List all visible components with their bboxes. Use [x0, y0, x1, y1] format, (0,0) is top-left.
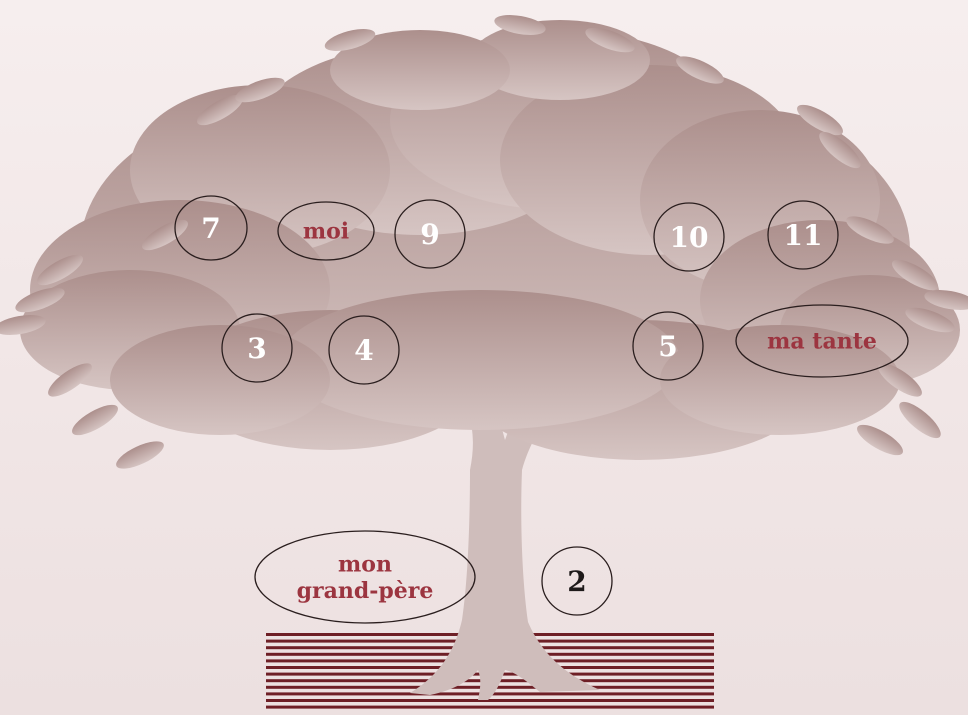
- canopy-leaf: [905, 307, 955, 333]
- node-number: 10: [670, 221, 709, 254]
- node-circle: [221, 313, 293, 383]
- node-circle: [541, 546, 613, 616]
- node-word: grand-père: [297, 578, 434, 604]
- node-n7: 7: [174, 195, 248, 261]
- canopy-leaf: [857, 424, 903, 456]
- canopy-foliage: [280, 290, 680, 430]
- canopy-leaf: [116, 441, 164, 469]
- node-ellipse: [277, 201, 375, 261]
- canopy-leaf: [676, 56, 724, 84]
- canopy-leaf: [48, 363, 92, 397]
- canopy-leaf: [72, 404, 118, 436]
- node-n10: 10: [653, 202, 725, 272]
- ground-line: [266, 699, 714, 702]
- node-n11: 11: [767, 200, 839, 270]
- node-number: 5: [658, 330, 677, 363]
- canopy-leaf: [899, 401, 941, 439]
- node-word: ma tante: [767, 329, 877, 355]
- node-ellipse: [254, 530, 476, 624]
- node-moi: moi: [277, 201, 375, 261]
- canopy-leaf: [924, 290, 968, 310]
- canopy-foliage: [330, 30, 510, 110]
- node-word: moi: [303, 219, 349, 245]
- tree-canopy: [0, 15, 968, 469]
- canopy-leaf: [878, 363, 922, 397]
- node-word: mon: [338, 552, 392, 578]
- canopy-foliage: [110, 325, 330, 435]
- node-circle: [632, 311, 704, 381]
- canopy-leaf: [819, 131, 861, 169]
- node-number: 11: [784, 219, 823, 252]
- ground-line: [266, 705, 714, 709]
- canopy-leaf: [0, 315, 46, 335]
- node-number: 3: [247, 332, 266, 365]
- canopy-leaf: [15, 287, 65, 313]
- node-n3: 3: [221, 313, 293, 383]
- node-n9: 9: [394, 199, 466, 269]
- canopy-foliage: [660, 325, 900, 435]
- canopy-leaf: [892, 259, 938, 291]
- tree-trunk: [410, 370, 600, 700]
- canopy-leaf: [846, 216, 894, 244]
- node-circle: [328, 315, 400, 385]
- canopy-leaf: [585, 27, 635, 53]
- node-n2: 2: [541, 546, 613, 616]
- canopy-leaf: [324, 29, 376, 51]
- node-n5: 5: [632, 311, 704, 381]
- canopy-leaf: [197, 94, 243, 126]
- canopy-leaf: [494, 15, 546, 35]
- node-tante: ma tante: [735, 304, 909, 378]
- node-number: 2: [567, 565, 586, 598]
- canopy-leaf: [142, 219, 188, 251]
- node-circle: [653, 202, 725, 272]
- node-n4: 4: [328, 315, 400, 385]
- node-number: 9: [420, 218, 439, 251]
- canopy-leaf: [37, 254, 83, 286]
- node-number: 4: [354, 334, 373, 367]
- node-number: 7: [201, 212, 220, 245]
- canopy-leaf: [235, 77, 285, 103]
- node-circle: [394, 199, 466, 269]
- canopy-leaf: [797, 104, 843, 136]
- node-circle: [174, 195, 248, 261]
- node-ellipse: [735, 304, 909, 378]
- node-circle: [767, 200, 839, 270]
